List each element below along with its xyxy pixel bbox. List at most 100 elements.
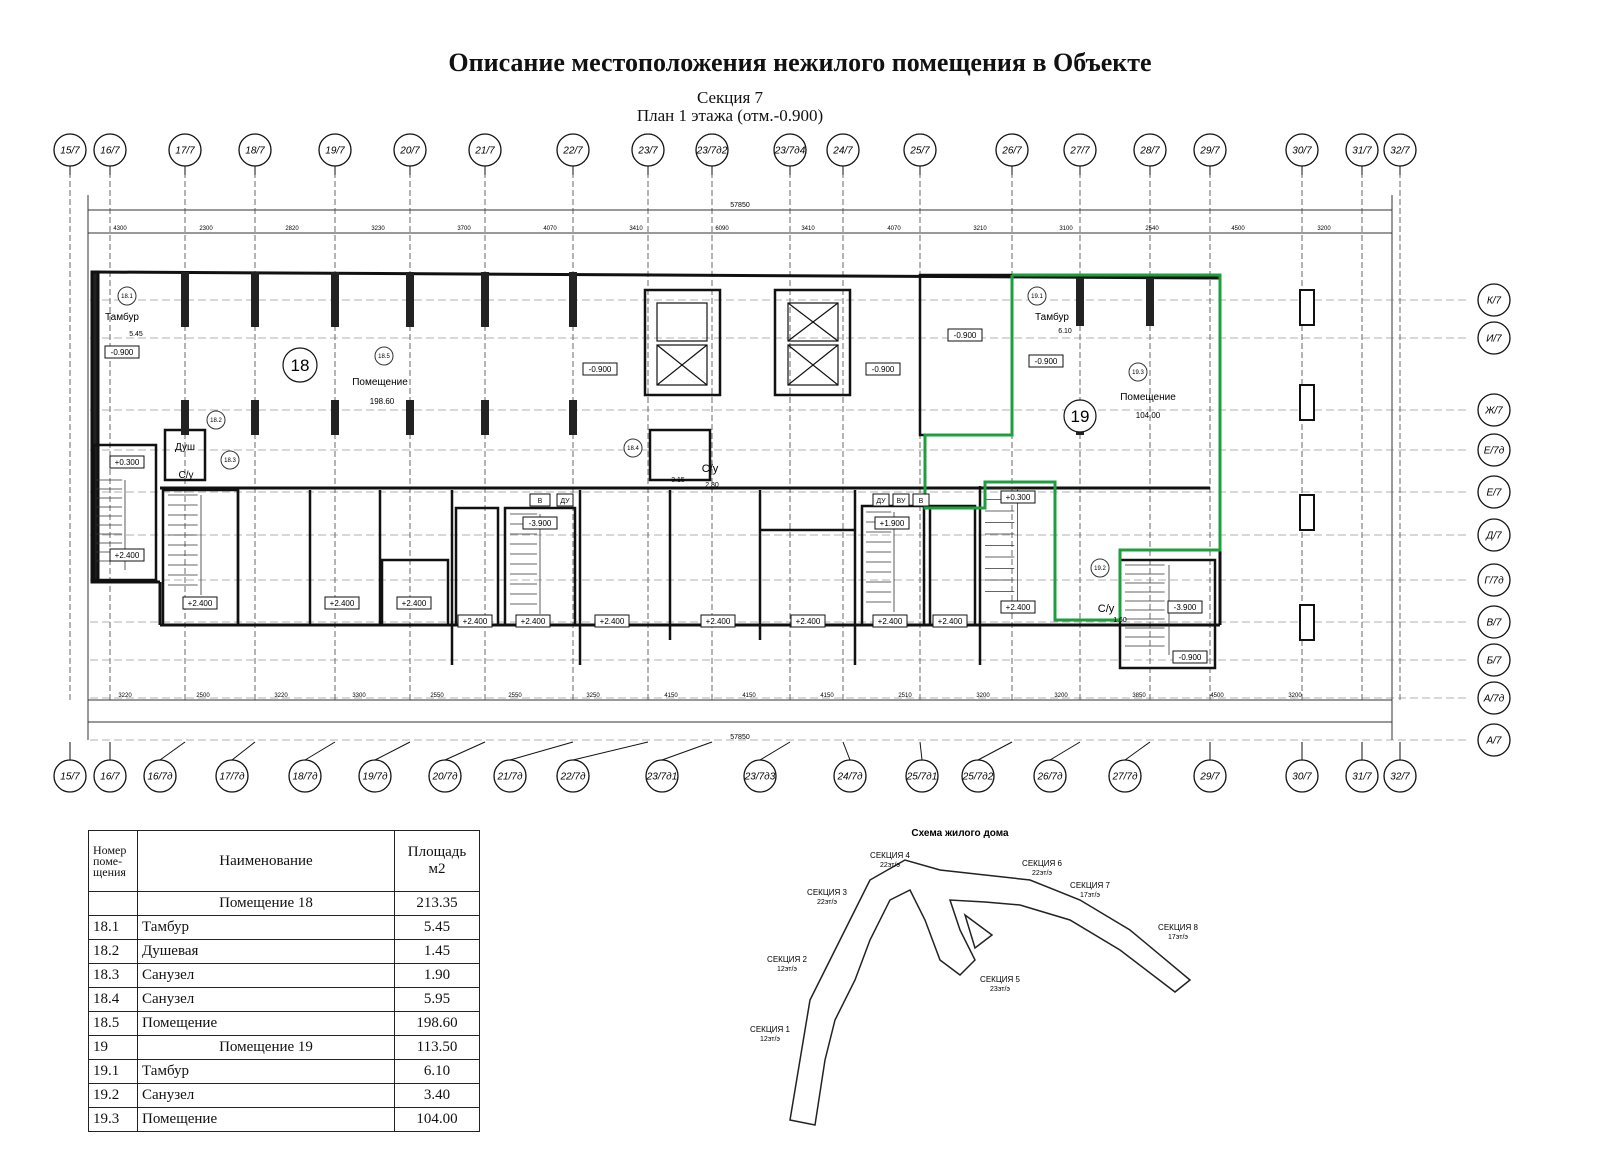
svg-text:-3.900: -3.900 bbox=[529, 519, 552, 528]
scheme-section-floors: 17эт/э bbox=[1080, 892, 1100, 899]
svg-text:В: В bbox=[919, 498, 924, 505]
top-axis-0: 15/7 bbox=[53, 133, 87, 167]
level-mark: +2.400 bbox=[515, 614, 551, 628]
room-19-highlight bbox=[923, 273, 1222, 622]
scheme-section-floors: 17эт/э bbox=[1168, 934, 1188, 941]
building-scheme bbox=[789, 859, 1192, 1126]
top-axis-11: 24/7 bbox=[826, 133, 860, 167]
svg-text:18.2: 18.2 bbox=[210, 418, 222, 424]
scheme-section-name: СЕКЦИЯ 1 bbox=[750, 1025, 790, 1034]
column bbox=[1146, 278, 1154, 326]
bottom-axis-10: 23/7д3 bbox=[743, 759, 777, 793]
room-number: 18.3 bbox=[88, 963, 138, 988]
bottom-axis-0: 15/7 bbox=[53, 759, 87, 793]
level-mark: +0.300 bbox=[1000, 490, 1036, 504]
right-axis-label: В/7 bbox=[1486, 618, 1501, 629]
room-19-name: Помещение bbox=[1120, 392, 1176, 403]
level-mark: +2.400 bbox=[1000, 600, 1036, 614]
right-axis-label: К/7 bbox=[1487, 296, 1502, 307]
svg-text:+2.400: +2.400 bbox=[878, 617, 903, 626]
column bbox=[331, 400, 339, 435]
top-axis-1: 16/7 bbox=[93, 133, 127, 167]
room-area: 3.40 bbox=[394, 1083, 480, 1108]
top-axis-15: 28/7 bbox=[1133, 133, 1167, 167]
level-mark: -3.900 bbox=[522, 516, 558, 530]
bottom-axis-9: 23/7д1 bbox=[645, 759, 679, 793]
right-columns bbox=[1299, 289, 1315, 641]
right-axis-label: Г/7д bbox=[1484, 576, 1504, 587]
right-axis-label: Е/7д bbox=[1484, 446, 1505, 457]
svg-text:+0.300: +0.300 bbox=[115, 458, 140, 467]
level-mark: +2.400 bbox=[324, 596, 360, 610]
scheme-section-name: СЕКЦИЯ 3 bbox=[807, 888, 847, 897]
level-mark: -0.900 bbox=[582, 362, 618, 376]
bottom-axis-15: 27/7д bbox=[1108, 759, 1142, 793]
top-axis-label: 32/7 bbox=[1390, 146, 1410, 157]
vestibule-19-label: Тамбур bbox=[1035, 311, 1069, 323]
room-19-area: 104.00 bbox=[1136, 411, 1161, 420]
dimension-top: 4300 bbox=[113, 226, 127, 232]
room-area: 1.45 bbox=[394, 939, 480, 964]
svg-text:+2.400: +2.400 bbox=[796, 617, 821, 626]
bottom-axis-1: 16/7 bbox=[93, 759, 127, 793]
svg-text:+2.400: +2.400 bbox=[600, 617, 625, 626]
level-mark: +1.900 bbox=[874, 516, 910, 530]
room-area: 213.35 bbox=[394, 891, 480, 916]
right-axis-8: Б/7 bbox=[1477, 643, 1511, 677]
bottom-axis-label: 18/7д bbox=[293, 772, 318, 783]
bottom-axis-17: 30/7 bbox=[1285, 759, 1319, 793]
top-axis-9: 23/7д2 bbox=[695, 133, 729, 167]
interior-walls bbox=[92, 273, 1217, 670]
dimension-bottom: 2550 bbox=[430, 693, 444, 699]
svg-text:-0.900: -0.900 bbox=[954, 331, 977, 340]
section-label: Секция 7 bbox=[696, 88, 764, 107]
dimension-top: 4070 bbox=[543, 226, 557, 232]
top-axis-label: 27/7 bbox=[1069, 146, 1090, 157]
right-axis-1: И/7 bbox=[1477, 321, 1511, 355]
room-19-number: 19 bbox=[1071, 407, 1090, 426]
room-number: 19.3 bbox=[88, 1107, 138, 1132]
svg-text:18.1: 18.1 bbox=[121, 294, 133, 300]
bottom-axis-4: 18/7д bbox=[288, 759, 322, 793]
room-number: 18.4 bbox=[88, 987, 138, 1012]
svg-text:ДУ: ДУ bbox=[560, 498, 570, 505]
room-name: Тамбур bbox=[137, 1059, 395, 1084]
dimension-top: 2300 bbox=[199, 226, 213, 232]
equipment-marks bbox=[529, 493, 930, 507]
dimension-top: 4500 bbox=[1231, 226, 1245, 232]
dimension-top: 3210 bbox=[973, 226, 987, 232]
room-area: 113.50 bbox=[394, 1035, 480, 1060]
bottom-axis-13: 25/7д2 bbox=[961, 759, 995, 793]
wc-18-label: С/у bbox=[179, 470, 194, 481]
top-axis-label: 18/7 bbox=[245, 146, 265, 157]
level-mark: -0.900 bbox=[1028, 354, 1064, 368]
plan-label: План 1 этажа (отм.-0.900) bbox=[636, 106, 824, 125]
scheme-section-floors: 23эт/э bbox=[990, 986, 1010, 993]
column bbox=[181, 272, 189, 327]
right-axis-0: К/7 bbox=[1477, 283, 1511, 317]
svg-text:ВУ: ВУ bbox=[897, 498, 906, 505]
scheme-section-name: СЕКЦИЯ 6 bbox=[1022, 859, 1062, 868]
dimension-bottom: 4150 bbox=[742, 693, 756, 699]
room-number: 19 bbox=[88, 1035, 138, 1060]
column bbox=[331, 272, 339, 327]
top-axis-label: 23/7д2 bbox=[696, 146, 728, 157]
bottom-axis-label: 16/7д bbox=[148, 772, 173, 783]
scheme-section-floors: 22эт/э bbox=[880, 862, 900, 869]
top-axis-label: 24/7 bbox=[832, 146, 853, 157]
right-axis-3: Е/7д bbox=[1477, 433, 1511, 467]
column bbox=[251, 272, 259, 327]
svg-text:-0.900: -0.900 bbox=[589, 365, 612, 374]
room-area: 5.95 bbox=[394, 987, 480, 1012]
wc-19-label: С/у bbox=[1098, 603, 1115, 615]
right-axis-label: И/7 bbox=[1486, 334, 1502, 345]
scheme-section-name: СЕКЦИЯ 2 bbox=[767, 955, 807, 964]
column bbox=[251, 400, 259, 435]
level-mark: -0.900 bbox=[865, 362, 901, 376]
room-name: Тамбур bbox=[137, 915, 395, 940]
